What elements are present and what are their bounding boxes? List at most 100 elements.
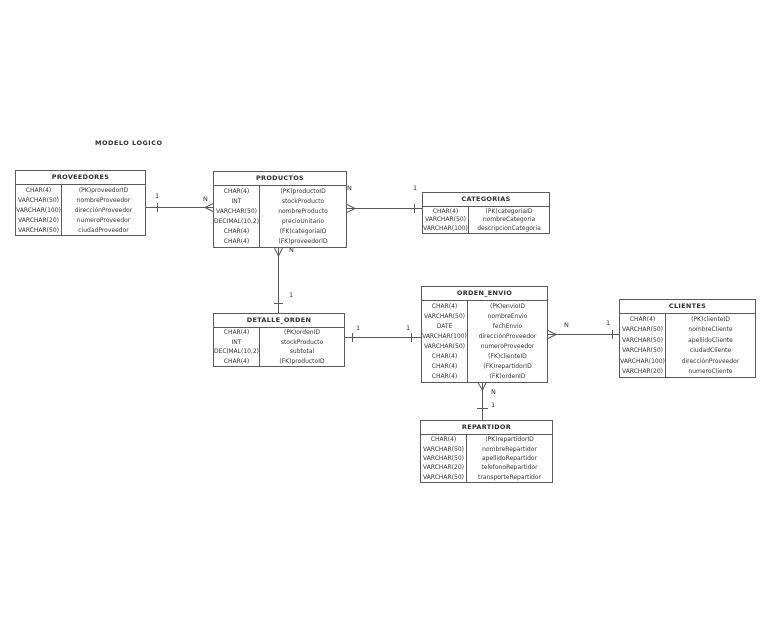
attribute-name: (PK)categoriaID xyxy=(485,207,533,215)
attribute-row: CHAR(4)(PK)envioID xyxy=(422,301,547,312)
attribute-name: (PK)clienteID xyxy=(691,315,730,323)
attribute-type: VARCHAR(50) xyxy=(421,444,467,454)
attribute-type: VARCHAR(100) xyxy=(422,331,468,342)
attribute-type: CHAR(4) xyxy=(214,186,260,197)
attribute-row: VARCHAR(50) nombreProducto xyxy=(214,206,346,217)
attribute-name: apellidoCliente xyxy=(688,336,733,344)
attribute-type: VARCHAR(50) xyxy=(421,472,467,482)
entity-title: REPARTIDOR xyxy=(421,421,552,435)
cardinality-label: 1 xyxy=(155,192,160,200)
attribute-type: CHAR(4) xyxy=(422,371,468,382)
attribute-name: (PK)repartidorID xyxy=(485,436,534,444)
attribute-name: descripcionCategoria xyxy=(477,225,541,233)
entity-title: DETALLE_ORDEN xyxy=(214,314,344,328)
attribute-row: CHAR(4)(FK)ordenID xyxy=(422,371,547,382)
attribute-type: CHAR(4) xyxy=(214,226,260,237)
attribute-row: VARCHAR(20)numeroCliente xyxy=(620,366,755,377)
attribute-type: VARCHAR(50) xyxy=(422,341,468,352)
attribute-row: VARCHAR(100)direcciónProveedor xyxy=(620,356,755,367)
attribute-row: VARCHAR(100)direcciónProveedor xyxy=(16,205,145,215)
attribute-row: VARCHAR(50)apellidoCliente xyxy=(620,335,755,346)
attribute-type: CHAR(4) xyxy=(214,356,260,366)
cardinality-label: N xyxy=(347,184,352,192)
attribute-type: CHAR(4) xyxy=(422,361,468,372)
attribute-type: CHAR(4) xyxy=(214,236,260,247)
attribute-name: ciudadCliente xyxy=(689,347,732,355)
attribute-name: (PK)envioID xyxy=(489,302,525,310)
connector-productos-categorias xyxy=(346,204,422,213)
attribute-type: DECIMAL(10,2) xyxy=(214,216,260,227)
attribute-type: VARCHAR(50) xyxy=(16,195,62,205)
attribute-type: VARCHAR(50) xyxy=(620,345,666,356)
attribute-name: stockProducto xyxy=(281,197,325,205)
attribute-row: VARCHAR(50)nombreEnvio xyxy=(422,311,547,322)
attribute-row: DECIMAL(10,2)precioUnitario xyxy=(214,216,346,227)
attribute-row: CHAR(4)(FK)categoriaID xyxy=(214,226,346,237)
attribute-row: INT stockProducto xyxy=(214,196,346,207)
cardinality-label: N xyxy=(289,246,294,254)
attribute-row: VARCHAR(50)numeroProveedor xyxy=(422,341,547,352)
attribute-type: VARCHAR(50) xyxy=(421,453,467,464)
cardinality-label: 1 xyxy=(491,401,496,409)
attribute-name: nombreProducto xyxy=(278,207,328,215)
attribute-row: CHAR(4)(PK)categoriaID xyxy=(423,207,549,216)
entity-title: PROVEEDORES xyxy=(16,171,145,185)
attribute-type: VARCHAR(100) xyxy=(16,205,62,215)
cardinality-label: N xyxy=(491,388,496,396)
attribute-row: CHAR(4) (FK)proveedorID xyxy=(214,236,346,247)
attribute-type: CHAR(4) xyxy=(422,351,468,362)
attribute-type: DECIMAL(10,2) xyxy=(214,347,260,357)
attribute-name: nombreEnvio xyxy=(487,312,528,320)
attribute-row: VARCHAR(20) numeroProveedor xyxy=(16,215,145,225)
attribute-type: INT xyxy=(214,196,260,207)
attribute-name: nombreCliente xyxy=(688,326,733,334)
attribute-name: numeroCliente xyxy=(688,368,733,376)
attribute-row: CHAR(4)(PK)ordenID xyxy=(214,328,344,338)
attribute-row: VARCHAR(100) descripcionCategoria xyxy=(423,224,549,233)
attribute-type: VARCHAR(50) xyxy=(16,225,62,235)
attribute-row: VARCHAR(50)nombreCategoria xyxy=(423,215,549,225)
attribute-name: ciudadProveedor xyxy=(78,226,129,234)
attribute-name: numeroProveedor xyxy=(76,216,131,224)
attribute-type: VARCHAR(20) xyxy=(16,215,62,225)
attribute-name: (FK)proveedorID xyxy=(278,238,328,246)
attribute-row: CHAR(4) (PK)repartidorID xyxy=(421,435,552,445)
attribute-name: (PK)ordenID xyxy=(284,329,320,337)
attribute-type: VARCHAR(20) xyxy=(421,463,467,473)
connector-detalle-orden-orden-envio xyxy=(345,333,421,342)
attribute-row: CHAR(4)(PK)proveedorID xyxy=(16,185,145,195)
attribute-row: VARCHAR(50) nombreRepartidor xyxy=(421,444,552,454)
attribute-row: CHAR(4)(FK)repartidorID xyxy=(422,361,547,372)
attribute-name: apellidoRepartidor xyxy=(481,454,538,462)
cardinality-label: 1 xyxy=(606,319,611,327)
attribute-type: CHAR(4) xyxy=(421,435,467,445)
attribute-name: subtotal xyxy=(289,348,315,356)
attribute-name: (FK)productoID xyxy=(279,357,325,365)
cardinality-label: 1 xyxy=(406,324,411,332)
attribute-name: fechEnvio xyxy=(492,322,523,330)
cardinality-label: 1 xyxy=(289,291,294,299)
attribute-type: VARCHAR(100) xyxy=(423,224,469,233)
attribute-name: (PK)proveedorID xyxy=(78,186,129,194)
attribute-name: nombreRepartidor xyxy=(482,445,537,453)
attribute-row: CHAR(4) (FK)productoID xyxy=(214,356,344,366)
cardinality-label: N xyxy=(564,321,569,329)
entity-rows: CHAR(4) (PK)repartidorID VARCHAR(50) nombre… xyxy=(421,435,552,482)
attribute-name: nombreProveedor xyxy=(76,196,131,204)
entity-title: ORDEN_ENVIO xyxy=(422,287,547,301)
attribute-name: direcciónProveedor xyxy=(681,357,740,365)
attribute-type: VARCHAR(50) xyxy=(214,206,260,217)
